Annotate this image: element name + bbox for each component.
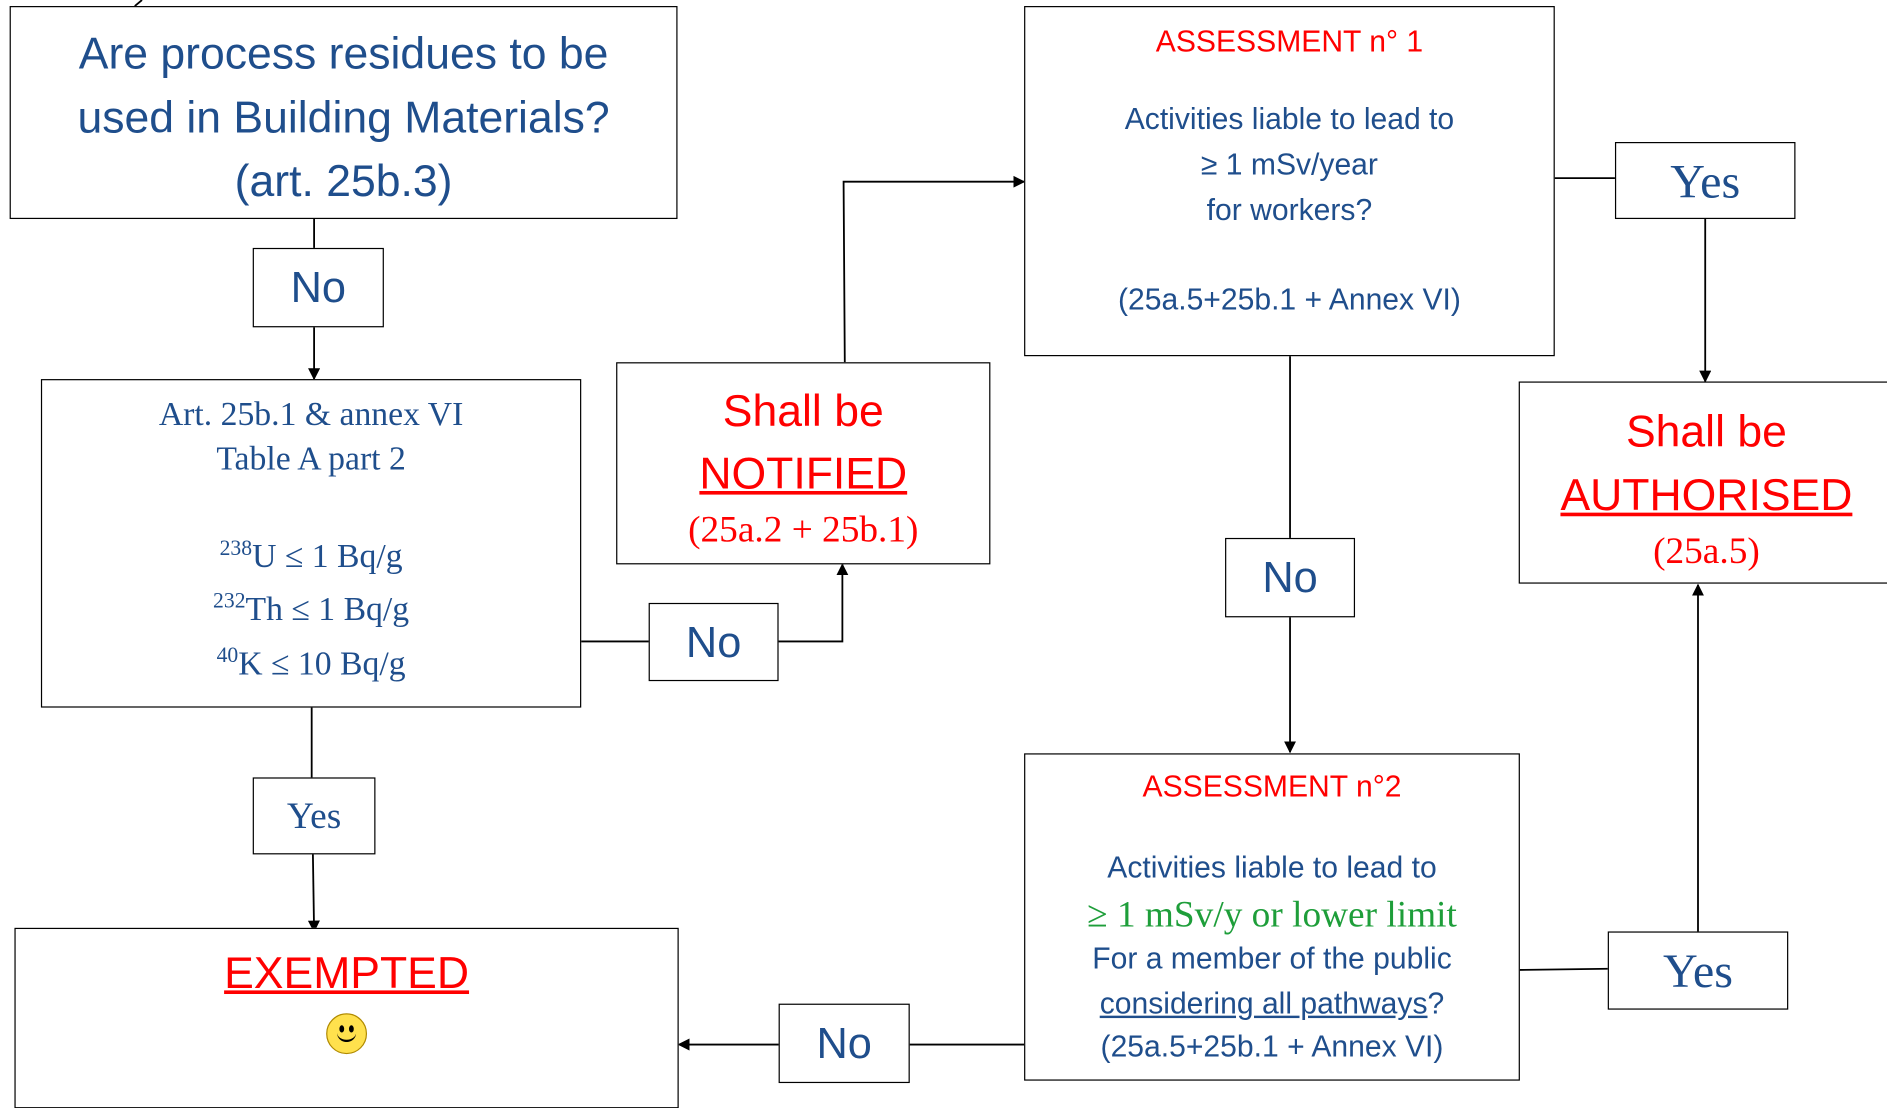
authorised-line-2: AUTHORISED [1560, 470, 1853, 520]
th232-value: Th ≤ 1 Bq/g [245, 591, 410, 629]
connector-assessment2-yes [1518, 967, 1609, 971]
label-yes-1: Yes [252, 777, 376, 855]
label-no-1-text: No [290, 262, 346, 312]
authorised-line-3: (25a.5) [1653, 529, 1760, 572]
th232-superscript: 232 [213, 588, 246, 613]
label-yes-2-text: Yes [1670, 153, 1741, 208]
k40-value: K ≤ 10 Bq/g [238, 645, 406, 683]
assessment-2-line-3: For a member of the public [1092, 942, 1452, 976]
notified-line-3: (25a.2 + 25b.1) [688, 507, 919, 550]
authorised-box: Shall be AUTHORISED (25a.5) [1518, 381, 1887, 584]
assessment-1-line-3: for workers? [1206, 193, 1373, 228]
assessment-2-line-2: ≥ 1 mSv/y or lower limit [1087, 892, 1457, 936]
u238-superscript: 238 [219, 535, 253, 560]
authorised-line-1: Shall be [1625, 406, 1787, 457]
label-no-3: No [1225, 537, 1356, 618]
label-no-2-text: No [685, 616, 742, 667]
k40-superscript: 40 [216, 642, 239, 667]
assessment-2-line-4: considering all pathways? [1025, 982, 1518, 1027]
label-no-1: No [252, 247, 384, 328]
assessment-2-box: ASSESSMENT n°2 Activities liable to lead… [1024, 753, 1520, 1081]
question-box: Are process residues to be used in Build… [9, 6, 678, 220]
label-yes-2: Yes [1614, 142, 1796, 220]
notified-line-2: NOTIFIED [699, 448, 908, 499]
notified-line-1: Shall be [722, 386, 884, 436]
label-no-2: No [648, 602, 779, 682]
label-yes-1-text: Yes [286, 794, 342, 837]
label-no-4-text: No [816, 1018, 872, 1068]
assessment-2-title: ASSESSMENT n°2 [1142, 770, 1402, 804]
assessment-2-line-5: (25a.5+25b.1 + Annex VI) [1100, 1030, 1444, 1064]
assessment-1-title: ASSESSMENT n° 1 [1155, 25, 1424, 59]
assessment-1-line-1: Activities liable to lead to [1124, 102, 1455, 136]
question-line-2: used in Building Materials? [77, 92, 610, 143]
assessment-1-box: ASSESSMENT n° 1 Activities liable to lea… [1024, 6, 1555, 357]
art-k40: 40K ≤ 10 Bq/g [42, 633, 580, 686]
assessment-2-qmark: ? [1427, 986, 1445, 1021]
assessment-1-line-2: ≥ 1 mSv/year [1200, 148, 1378, 182]
art-u238: 238U ≤ 1 Bq/g [42, 526, 580, 579]
assessment-2-spacer [1025, 805, 1518, 846]
art-25b1-box: Art. 25b.1 & annex VI Table A part 2 238… [40, 379, 582, 708]
assessment-2-line-1: Activities liable to lead to [1107, 850, 1437, 885]
art-spacer [42, 481, 580, 526]
assessment-1-line-4: (25a.5+25b.1 + Annex VI) [1117, 282, 1461, 317]
question-line-3: (art. 25b.3) [234, 156, 453, 206]
smiley-icon [326, 1013, 368, 1055]
exempted-icon-row [16, 1013, 678, 1060]
assessment-1-spacer-2 [1025, 233, 1553, 276]
exempted-label: EXEMPTED [224, 948, 470, 998]
label-yes-3-text: Yes [1662, 943, 1734, 998]
assessment-2-pathways: considering all pathways [1099, 986, 1428, 1021]
art-line-1: Art. 25b.1 & annex VI [158, 395, 464, 434]
label-yes-3: Yes [1607, 931, 1789, 1010]
exempted-box: EXEMPTED [14, 927, 679, 1108]
arrow-yes-to-exempted [307, 853, 320, 933]
question-line-1: Are process residues to be [78, 28, 609, 79]
notified-box: Shall be NOTIFIED (25a.2 + 25b.1) [616, 362, 991, 565]
label-no-4: No [778, 1003, 910, 1084]
label-no-3-text: No [1262, 552, 1318, 602]
assessment-1-spacer [1025, 60, 1553, 96]
entry-arrow [134, 0, 143, 7]
art-th232: 232Th ≤ 1 Bq/g [42, 579, 580, 632]
arrow-notified-to-assessment1 [842, 175, 1026, 363]
arrow-no-to-notified [777, 563, 849, 643]
u238-value: U ≤ 1 Bq/g [252, 538, 403, 576]
art-line-2: Table A part 2 [216, 440, 406, 478]
